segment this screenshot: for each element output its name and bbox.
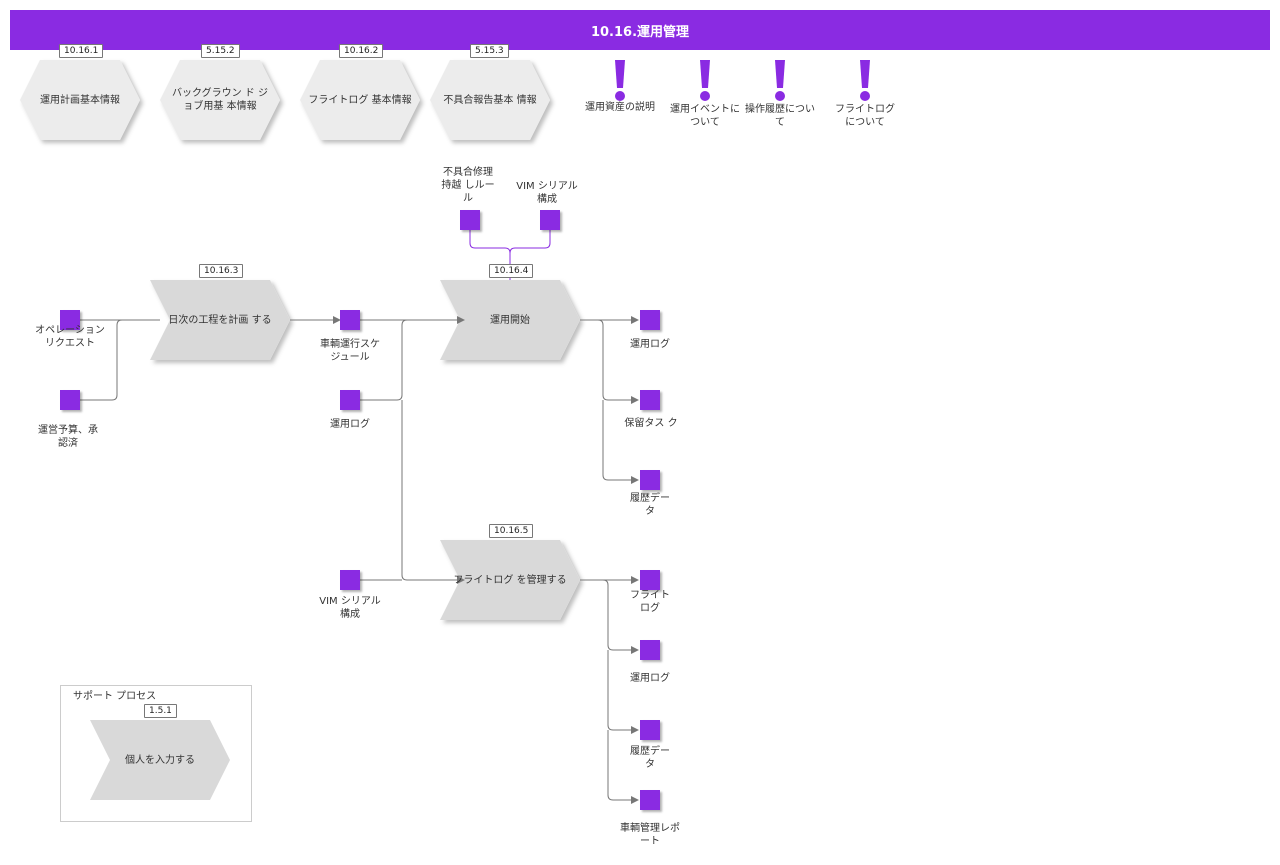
hexagon-tag[interactable]: 10.16.2 bbox=[339, 44, 384, 58]
hexagon-shape bbox=[300, 60, 420, 140]
data-object-label: 運用ログ bbox=[630, 339, 670, 350]
process-chevron bbox=[440, 540, 580, 620]
notice-label: 操作履歴について bbox=[745, 104, 815, 128]
notice-label: 運用イベントについて bbox=[670, 104, 740, 128]
exclamation-icon[interactable] bbox=[850, 58, 880, 104]
hexagon-label[interactable]: 運用計画基本情報 bbox=[40, 94, 120, 106]
data-object-label: 運営予算、承認済 bbox=[38, 425, 98, 449]
data-object[interactable] bbox=[60, 310, 80, 330]
data-object[interactable] bbox=[640, 390, 660, 410]
data-object-label: 運用ログ bbox=[330, 419, 370, 430]
hexagon-tag[interactable]: 5.15.2 bbox=[201, 44, 240, 58]
process-label[interactable]: 日次の工程を計画 する bbox=[168, 314, 272, 326]
process-chevron bbox=[150, 280, 290, 360]
data-object[interactable] bbox=[640, 470, 660, 490]
data-object[interactable] bbox=[640, 310, 660, 330]
data-object-label: 保留タス ク bbox=[624, 418, 678, 429]
data-object[interactable] bbox=[340, 570, 360, 590]
hexagon-label[interactable]: 不具合報告基本 情報 bbox=[443, 94, 537, 106]
hexagon-tag[interactable]: 10.16.1 bbox=[59, 44, 104, 58]
hexagon-label[interactable]: バックグラウン ド ジョブ用基 本情報 bbox=[172, 88, 268, 112]
data-object-label: 履歴データ bbox=[630, 493, 670, 517]
data-object-label: VIM シリアル構成 bbox=[516, 181, 578, 205]
process-chevron bbox=[440, 280, 580, 360]
data-object[interactable] bbox=[460, 210, 480, 230]
data-object-label: 車輌管理レポート bbox=[620, 823, 680, 847]
process-label[interactable]: 個人を入力する bbox=[125, 754, 195, 766]
data-object[interactable] bbox=[640, 720, 660, 740]
data-object-label: 履歴データ bbox=[630, 746, 670, 770]
hexagon-shape bbox=[160, 60, 280, 140]
page-title-text: 10.16.運用管理 bbox=[590, 24, 690, 40]
data-object-label: フライトログ bbox=[630, 590, 670, 614]
process-tag[interactable]: 10.16.5 bbox=[489, 524, 534, 538]
hexagon-label[interactable]: フライトログ 基本情報 bbox=[308, 94, 412, 106]
data-object-label: 運用ログ bbox=[630, 673, 670, 684]
process-chevron bbox=[90, 720, 230, 800]
process-label[interactable]: フライトログ を管理する bbox=[453, 574, 567, 586]
process-tag[interactable]: 10.16.4 bbox=[489, 264, 534, 278]
data-object[interactable] bbox=[340, 310, 360, 330]
process-label[interactable]: 運用開始 bbox=[490, 314, 530, 326]
page-title: 10.16.運用管理 bbox=[10, 10, 1270, 50]
data-object[interactable] bbox=[640, 790, 660, 810]
hexagon-shape bbox=[430, 60, 550, 140]
process-tag[interactable]: 1.5.1 bbox=[144, 704, 177, 718]
data-object[interactable] bbox=[60, 390, 80, 410]
data-object[interactable] bbox=[540, 210, 560, 230]
data-object[interactable] bbox=[640, 640, 660, 660]
hexagon-shape bbox=[20, 60, 140, 140]
data-object-label: 車輌運行スケジュール bbox=[320, 339, 380, 363]
exclamation-icon[interactable] bbox=[605, 58, 635, 104]
hexagon-tag[interactable]: 5.15.3 bbox=[470, 44, 509, 58]
data-object[interactable] bbox=[640, 570, 660, 590]
notice-label: フライトログについて bbox=[835, 104, 895, 128]
support-title: サポート プロセス bbox=[73, 691, 157, 702]
notice-label: 運用資産の説明 bbox=[585, 102, 655, 113]
process-tag[interactable]: 10.16.3 bbox=[199, 264, 244, 278]
exclamation-icon[interactable] bbox=[765, 58, 795, 104]
data-object-label: 不具合修理持越 しルール bbox=[441, 167, 495, 204]
data-object[interactable] bbox=[340, 390, 360, 410]
exclamation-icon[interactable] bbox=[690, 58, 720, 104]
data-object-label: オペレーション リクエスト bbox=[35, 325, 105, 349]
data-object-label: VIM シリアル構成 bbox=[319, 596, 381, 620]
